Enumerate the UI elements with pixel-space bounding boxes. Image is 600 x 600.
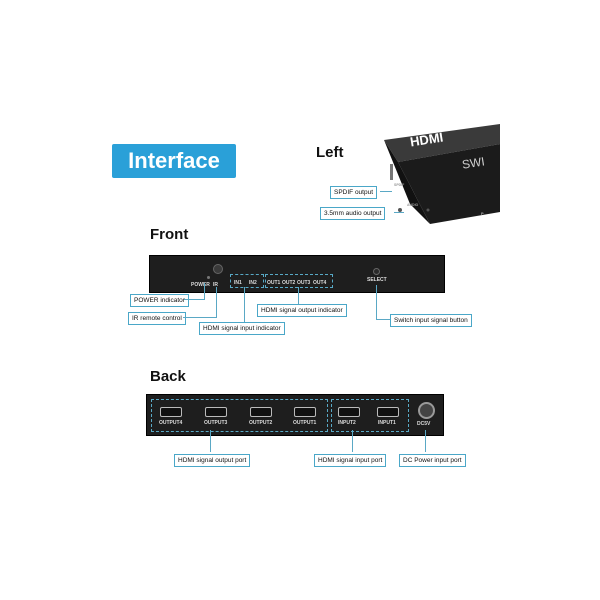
dc-label: DC5V — [417, 421, 431, 427]
select-button[interactable] — [373, 268, 380, 275]
input1-port[interactable] — [377, 407, 399, 417]
power-line-h — [184, 299, 204, 300]
out3-label: OUT3 — [297, 280, 311, 286]
device-side-face — [384, 140, 430, 224]
switch-callout: Switch input signal button — [390, 314, 472, 327]
side-hole — [426, 208, 430, 212]
output4-label: OUTPUT4 — [159, 420, 183, 426]
interface-badge: Interface — [112, 144, 236, 178]
left-heading: Left — [316, 144, 344, 161]
output-port-line — [210, 430, 211, 452]
output-ports-group — [151, 399, 328, 432]
audio-port — [398, 208, 402, 212]
output1-port[interactable] — [294, 407, 316, 417]
output4-port[interactable] — [160, 407, 182, 417]
power-line-v — [204, 283, 205, 300]
ir-line-v — [216, 287, 217, 318]
in2-label: IN2 — [249, 280, 257, 286]
device-front-face — [398, 144, 500, 224]
output1-label: OUTPUT1 — [293, 420, 317, 426]
audio-line — [394, 212, 404, 213]
output-indicator-group — [265, 274, 333, 288]
ir-line-h — [183, 317, 216, 318]
ir-callout: IR remote control — [128, 312, 186, 325]
input-indicator-group — [230, 274, 264, 288]
out1-label: OUT1 — [267, 280, 281, 286]
output-indicator-callout: HDMI signal output indicator — [257, 304, 347, 317]
spdif-callout: SPDIF output — [330, 186, 378, 199]
switch-line-v — [376, 285, 377, 319]
output2-label: OUTPUT2 — [249, 420, 273, 426]
dc-port-callout: DC Power input port — [399, 454, 466, 467]
output2-port[interactable] — [250, 407, 272, 417]
out2-label: OUT2 — [282, 280, 296, 286]
spdif-small-label: SPDIF — [394, 183, 405, 187]
output3-port[interactable] — [205, 407, 227, 417]
dc-power-jack[interactable] — [418, 402, 435, 419]
input-ports-group — [331, 399, 409, 432]
switch-line-h — [376, 319, 390, 320]
dc-port-line — [425, 430, 426, 452]
out4-label: OUT4 — [313, 280, 327, 286]
input-line-v — [244, 287, 245, 322]
input-port-line — [352, 430, 353, 452]
output-port-callout: HDMI signal output port — [174, 454, 251, 467]
in1-label: IN1 — [234, 280, 242, 286]
select-label: SELECT — [367, 277, 387, 283]
input2-label: INPUT2 — [338, 420, 356, 426]
ir-label: IR — [213, 282, 218, 288]
spdif-port — [390, 164, 393, 180]
spdif-line — [380, 191, 392, 192]
input2-port[interactable] — [338, 407, 360, 417]
power-indicator-callout: POWER indicator — [130, 294, 189, 307]
power-led — [207, 276, 210, 279]
input-port-callout: HDMI signal input port — [314, 454, 387, 467]
output3-label: OUTPUT3 — [204, 420, 228, 426]
ir-sensor — [213, 264, 223, 274]
p-small-label: P — [481, 211, 484, 216]
device-left-view — [384, 124, 500, 224]
back-heading: Back — [150, 368, 186, 385]
interface-title: Interface — [128, 148, 220, 173]
front-heading: Front — [150, 226, 189, 243]
power-label: POWER — [191, 282, 210, 288]
audio-callout: 3.5mm audio output — [320, 207, 386, 220]
audio-small-label: AUDIO — [407, 203, 419, 207]
output-line-v — [298, 287, 299, 304]
input1-label: INPUT1 — [378, 420, 396, 426]
input-indicator-callout: HDMI signal input indicator — [199, 322, 285, 335]
device-top-face — [384, 124, 500, 162]
